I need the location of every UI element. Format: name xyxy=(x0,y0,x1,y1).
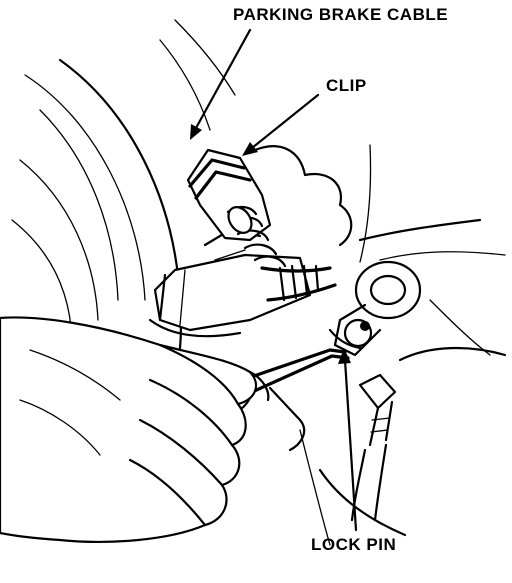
leader-lines xyxy=(190,28,358,532)
lock-pin-label: LOCK PIN xyxy=(311,535,397,554)
parking-brake-cable-label: PARKING BRAKE CABLE xyxy=(233,5,449,24)
cable-boot xyxy=(186,148,287,268)
clip-label: CLIP xyxy=(326,76,367,95)
knuckle-housing xyxy=(253,144,507,546)
pliers xyxy=(238,348,350,452)
caliper-body xyxy=(148,228,312,338)
parking-cable xyxy=(260,264,337,302)
lever-assembly xyxy=(328,260,422,357)
hand xyxy=(0,316,270,543)
brake-hose-fitting xyxy=(350,373,397,522)
